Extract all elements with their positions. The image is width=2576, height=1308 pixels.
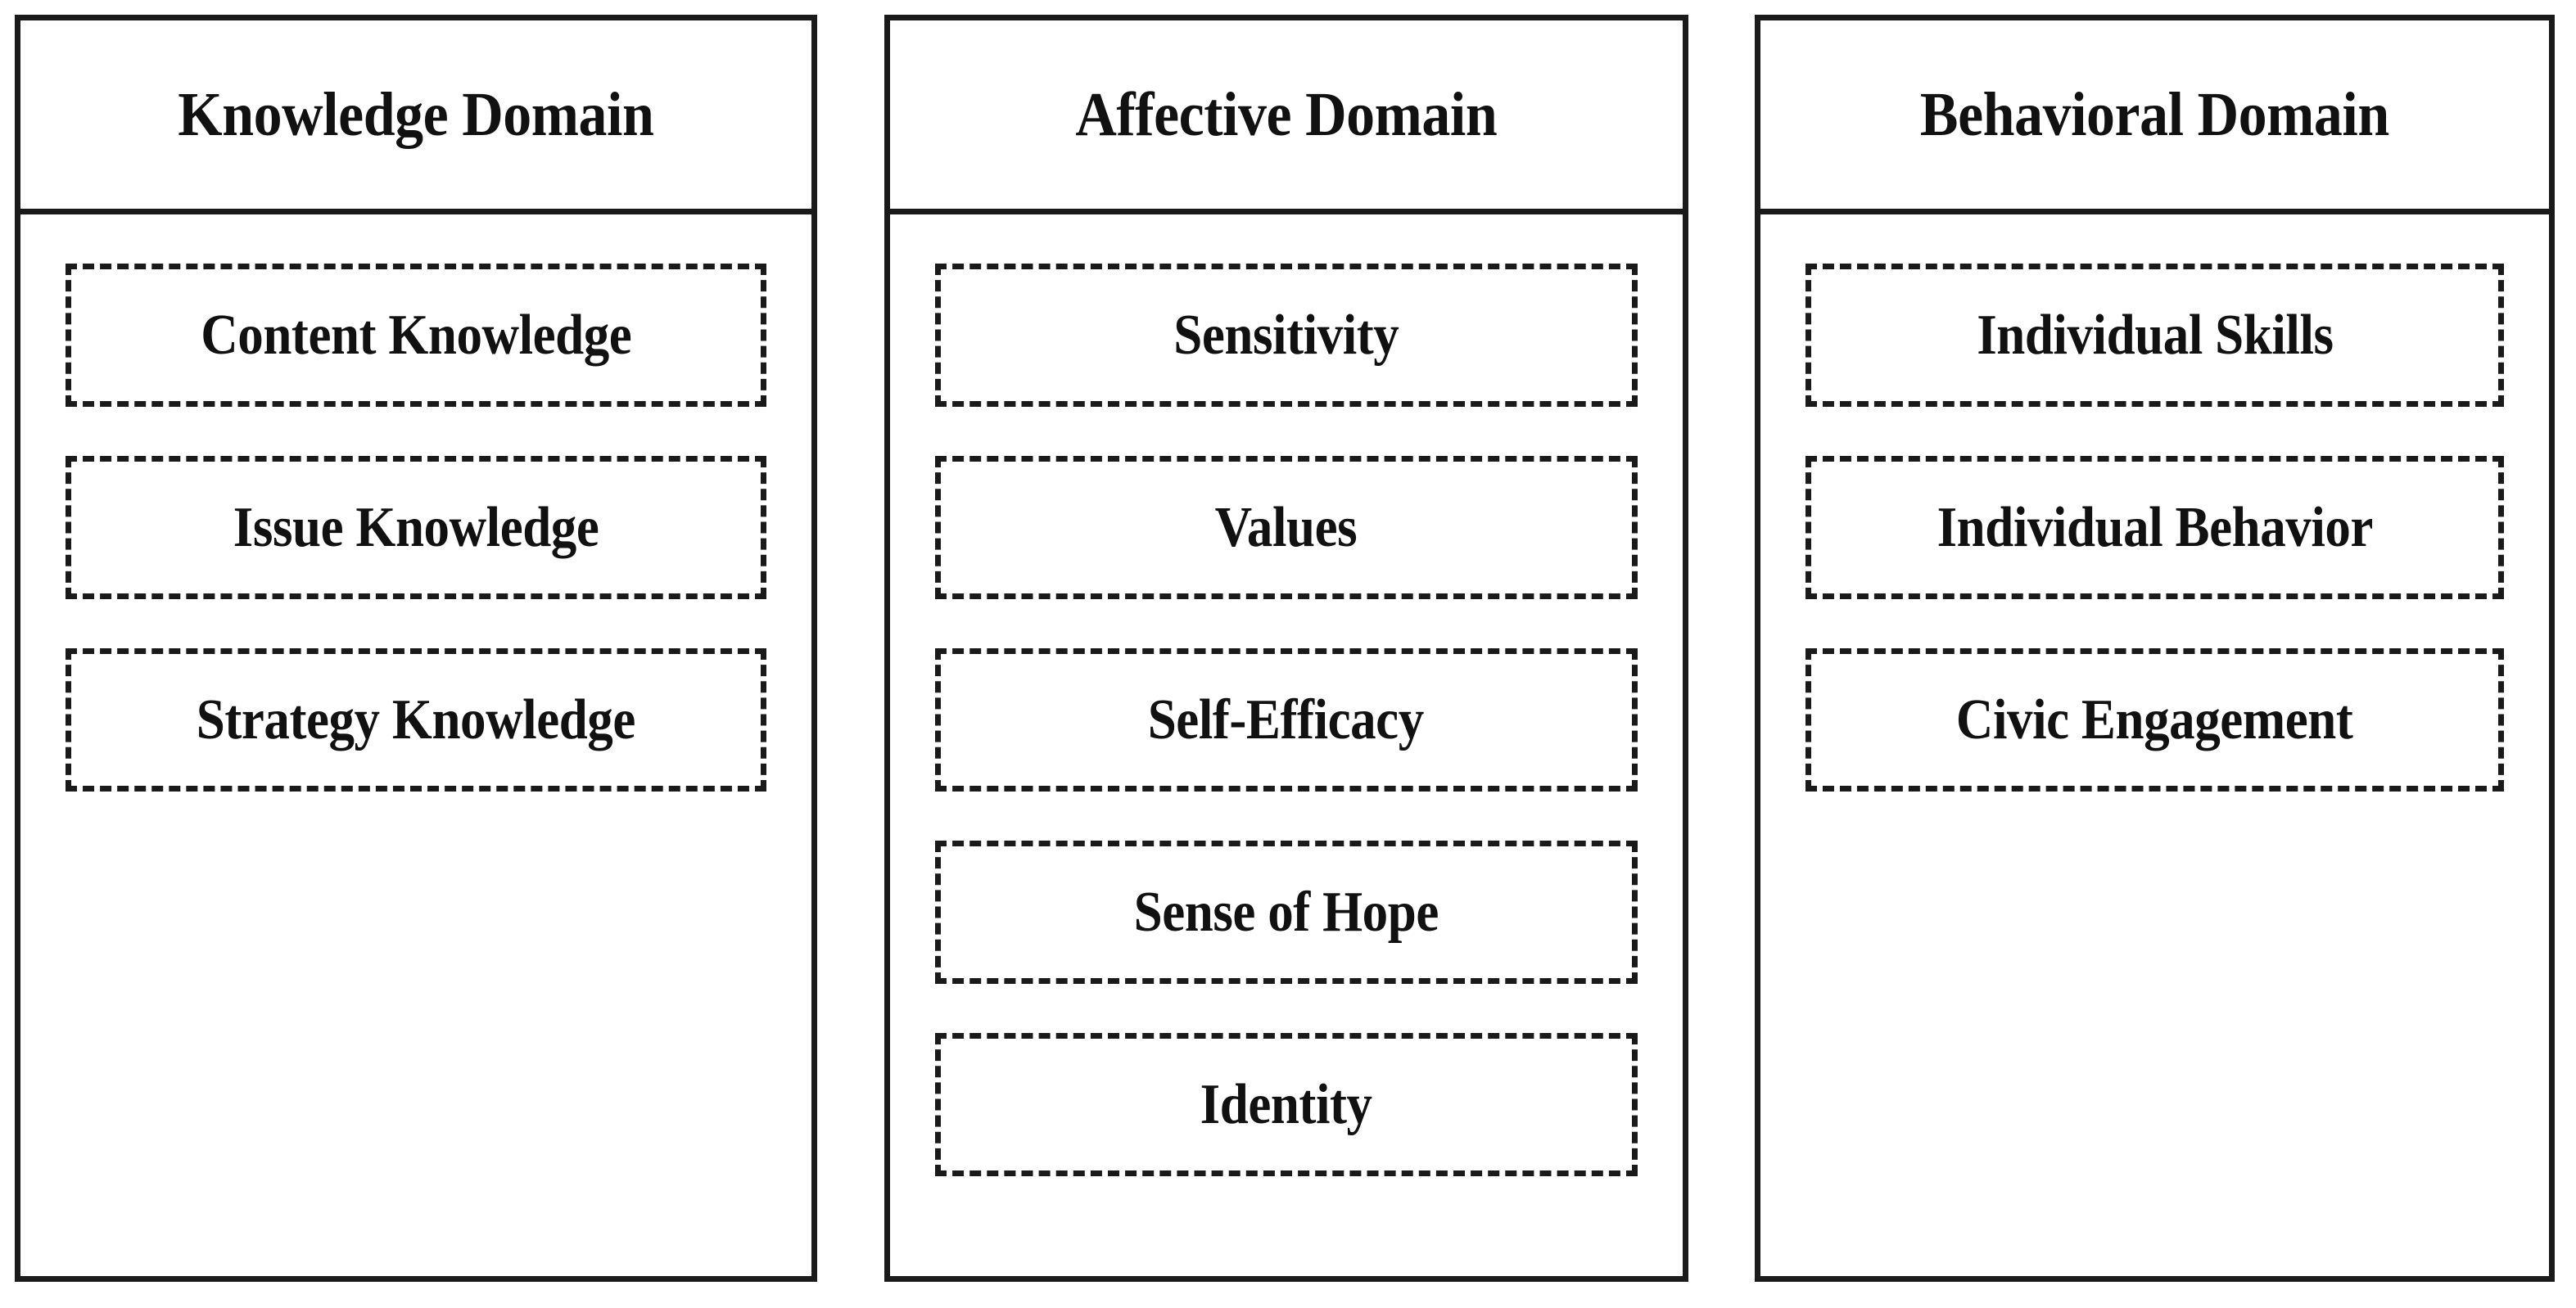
- panel-body-affective: Sensitivity Values Self-Efficacy Sense o…: [890, 214, 1683, 1276]
- component-label-sense-of-hope: Sense of Hope: [1133, 880, 1439, 944]
- component-label-values: Values: [1214, 495, 1358, 559]
- component-box-sensitivity: Sensitivity: [934, 264, 1638, 407]
- component-label-sensitivity: Sensitivity: [1173, 303, 1399, 367]
- component-box-identity: Identity: [934, 1033, 1638, 1176]
- component-box-sense-of-hope: Sense of Hope: [934, 841, 1638, 984]
- component-label-individual-behavior: Individual Behavior: [1937, 495, 2373, 559]
- component-label-self-efficacy: Self-Efficacy: [1147, 688, 1425, 751]
- panel-header-knowledge: Knowledge Domain: [20, 20, 811, 214]
- panel-header-affective: Affective Domain: [889, 20, 1683, 214]
- component-box-strategy-knowledge: Strategy Knowledge: [66, 648, 766, 792]
- panel-body-knowledge: Content Knowledge Issue Knowledge Strate…: [20, 214, 811, 1276]
- component-box-individual-skills: Individual Skills: [1805, 264, 2504, 407]
- component-label-civic-engagement: Civic Engagement: [1956, 688, 2353, 751]
- component-label-strategy-knowledge: Strategy Knowledge: [196, 688, 636, 751]
- domain-panels-container: Knowledge Domain Content Knowledge Issue…: [15, 15, 2555, 1282]
- panel-header-behavioral: Behavioral Domain: [1760, 20, 2549, 214]
- component-box-values: Values: [934, 456, 1638, 599]
- component-label-identity: Identity: [1200, 1072, 1372, 1136]
- component-box-content-knowledge: Content Knowledge: [66, 264, 766, 407]
- panel-title-knowledge: Knowledge Domain: [178, 80, 654, 149]
- component-label-issue-knowledge: Issue Knowledge: [233, 495, 599, 559]
- component-label-content-knowledge: Content Knowledge: [200, 303, 632, 367]
- panel-body-behavioral: Individual Skills Individual Behavior Ci…: [1760, 214, 2549, 1276]
- component-box-issue-knowledge: Issue Knowledge: [66, 456, 766, 599]
- domain-panel-knowledge: Knowledge Domain Content Knowledge Issue…: [15, 15, 817, 1282]
- component-box-individual-behavior: Individual Behavior: [1805, 456, 2504, 599]
- panel-title-affective: Affective Domain: [1075, 80, 1497, 149]
- component-box-civic-engagement: Civic Engagement: [1805, 648, 2504, 792]
- panel-title-behavioral: Behavioral Domain: [1920, 80, 2389, 149]
- domain-panel-behavioral: Behavioral Domain Individual Skills Indi…: [1755, 15, 2555, 1282]
- domain-panel-affective: Affective Domain Sensitivity Values Self…: [884, 15, 1688, 1282]
- component-label-individual-skills: Individual Skills: [1976, 303, 2334, 367]
- component-box-self-efficacy: Self-Efficacy: [934, 648, 1638, 792]
